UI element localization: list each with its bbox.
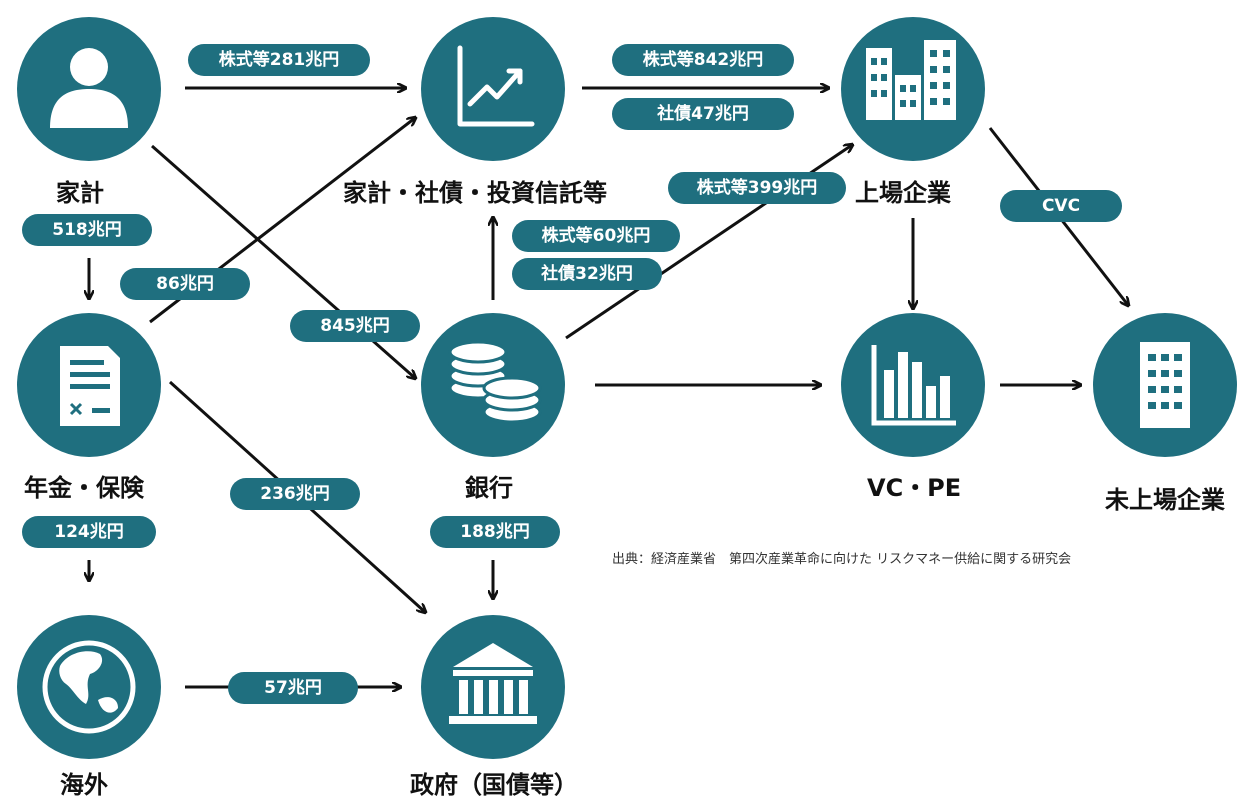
household-label: 家計: [56, 179, 104, 207]
flow-household-bank: 845兆円: [290, 310, 420, 342]
buildings-icon: [866, 40, 956, 120]
pension-label: 年金・保険: [24, 474, 144, 502]
overseas-label: 海外: [60, 771, 108, 799]
bank-label: 銀行: [465, 474, 513, 502]
securities-node: [421, 17, 565, 161]
globe-icon: [42, 640, 136, 734]
office-building-icon: [1140, 342, 1190, 428]
overseas-node: [17, 615, 161, 759]
flow-securities-listed-stock: 株式等842兆円: [612, 44, 794, 76]
listed-company-label: 上場企業: [855, 179, 951, 207]
flow-bank-listed: 株式等399兆円: [668, 172, 846, 204]
flow-securities-listed-bond: 社債47兆円: [612, 98, 794, 130]
chart-icon: [457, 45, 535, 127]
government-label: 政府（国債等）: [410, 771, 578, 799]
flow-bank-securities-bond: 社債32兆円: [512, 258, 662, 290]
source-note: 出典：経済産業省 第四次産業革命に向けた リスクマネー供給に関する研究会: [612, 552, 1072, 567]
coins-icon: [448, 340, 542, 424]
flow-pension-government: 236兆円: [230, 478, 360, 510]
document-icon: [60, 346, 120, 426]
bar-chart-icon: [871, 345, 956, 426]
flow-listed-unlisted: CVC: [1000, 190, 1122, 222]
flow-household-pension: 518兆円: [22, 214, 152, 246]
vcpe-label: VC・PE: [867, 474, 962, 502]
unlisted-company-label: 未上場企業: [1105, 486, 1225, 514]
government-building-icon: [449, 643, 537, 724]
flow-overseas-government: 57兆円: [228, 672, 358, 704]
securities-label: 家計・社債・投資信託等: [343, 179, 607, 207]
flow-household-securities: 株式等281兆円: [188, 44, 370, 76]
flow-pension-securities: 86兆円: [120, 268, 250, 300]
flow-bank-government: 188兆円: [430, 516, 560, 548]
flow-bank-securities-stock: 株式等60兆円: [512, 220, 680, 252]
person-icon: [50, 48, 128, 128]
flow-pension-overseas: 124兆円: [22, 516, 156, 548]
